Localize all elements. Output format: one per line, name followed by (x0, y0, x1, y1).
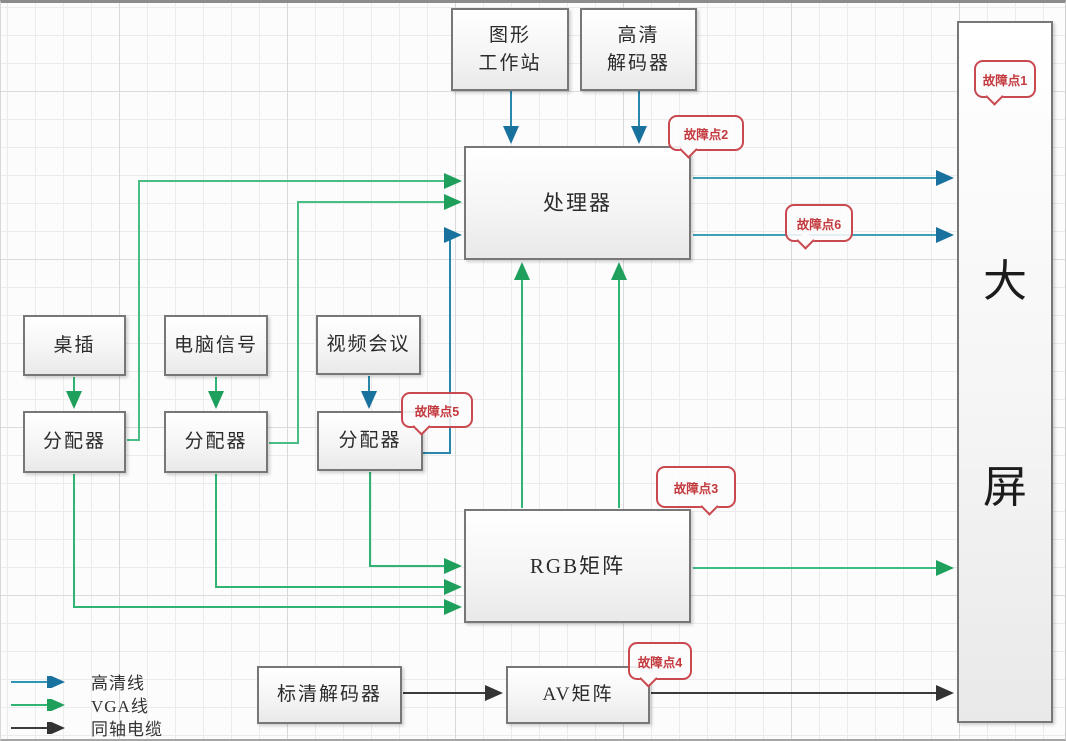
node-label: 屏 (983, 463, 1027, 512)
legend-item-hd-line: 高清线 (9, 671, 163, 693)
callout-label: 故障点6 (796, 217, 842, 232)
node-processor[interactable]: 处理器 (464, 146, 691, 260)
node-av-matrix[interactable]: AV矩阵 (506, 666, 650, 724)
edge-vga-distributor2-to-rgbmatrix (215, 474, 462, 595)
callout-fault-5[interactable]: 故障点5 (401, 392, 473, 428)
node-desk-socket[interactable]: 桌插 (23, 315, 126, 376)
callout-label: 故障点3 (673, 481, 719, 496)
vga-line-arrow-icon (11, 698, 65, 711)
coax-line-arrow-icon (11, 721, 65, 734)
node-hd-decoder[interactable]: 高清 解码器 (580, 8, 697, 91)
node-label: 标清解码器 (276, 684, 382, 706)
edge-vga-distributor1-to-rgbmatrix (73, 474, 462, 615)
connector-lines (66, 91, 954, 701)
edge-vga-distributor3-to-rgbmatrix (369, 472, 462, 574)
node-label: 分配器 (184, 431, 248, 453)
node-label: 高清 解码器 (606, 24, 670, 74)
node-distributor-1[interactable]: 分配器 (23, 411, 126, 473)
callout-fault-3[interactable]: 故障点3 (656, 466, 736, 508)
callout-fault-4[interactable]: 故障点4 (628, 642, 692, 680)
legend-item-vga-line: VGA线 (9, 694, 163, 716)
node-label: RGB矩阵 (529, 553, 626, 578)
node-label: 视频会议 (326, 334, 411, 356)
callout-fault-2[interactable]: 故障点2 (668, 115, 744, 151)
node-label: 图形 工作站 (478, 24, 542, 74)
edge-hd-distributor3-to-processor (423, 227, 462, 454)
hd-line-arrow-icon (11, 675, 65, 688)
node-label: AV矩阵 (542, 684, 614, 706)
callout-fault-6[interactable]: 故障点6 (785, 204, 853, 242)
edge-vga-distributor2-to-processor (269, 194, 462, 444)
node-distributor-2[interactable]: 分配器 (164, 411, 268, 473)
node-graphics-workstation[interactable]: 图形 工作站 (451, 8, 569, 91)
node-big-screen[interactable]: 大 屏 (957, 21, 1053, 723)
callout-label: 故障点1 (982, 73, 1028, 88)
node-sd-decoder[interactable]: 标清解码器 (257, 666, 402, 724)
node-label: 处理器 (543, 190, 612, 215)
legend-label: 同轴电缆 (91, 720, 163, 739)
node-rgb-matrix[interactable]: RGB矩阵 (464, 509, 691, 623)
node-pc-signal[interactable]: 电脑信号 (164, 315, 268, 376)
node-label: 分配器 (338, 430, 402, 452)
node-label: 大 (983, 257, 1027, 306)
node-label: 桌插 (53, 334, 96, 356)
callout-fault-1[interactable]: 故障点1 (974, 60, 1036, 98)
legend: 高清线 VGA线 同轴电缆 (9, 671, 163, 739)
edge-vga-distributor1-to-processor (127, 173, 462, 441)
callout-label: 故障点4 (637, 655, 683, 670)
legend-label: VGA线 (91, 697, 149, 716)
callout-label: 故障点5 (414, 404, 460, 419)
callout-label: 故障点2 (683, 127, 729, 142)
legend-label: 高清线 (91, 674, 145, 693)
node-video-conference[interactable]: 视频会议 (316, 315, 421, 375)
legend-item-coax-line: 同轴电缆 (9, 717, 163, 739)
node-label: 电脑信号 (173, 334, 258, 356)
node-label: 分配器 (42, 431, 106, 453)
